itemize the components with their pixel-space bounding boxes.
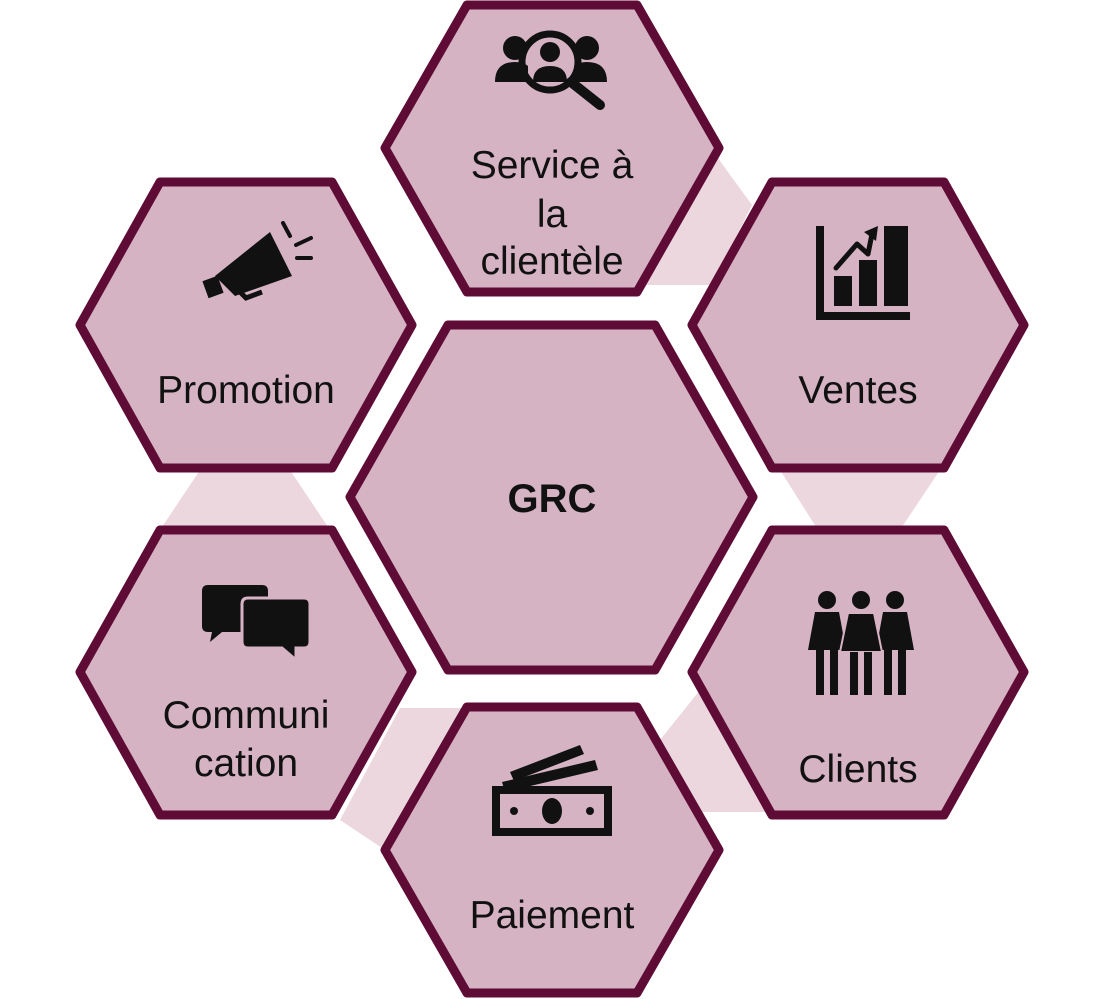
customer-search-icon [495,30,607,110]
speech-bubbles-icon [202,585,312,664]
connector-clients-paiement [660,690,770,812]
promotion-label: Promotion [157,369,335,412]
center-label: GRC [508,477,597,521]
hex-service [380,0,724,297]
people-group-icon [808,589,914,695]
service-label-line-1: Service à [471,144,634,187]
communication-label-line-2: cation [194,742,298,785]
hex-paiement [380,702,724,998]
clients-label: Clients [798,748,917,791]
labels: Service à la clientèle Ventes Clients Pa… [157,144,918,937]
connector-service-ventes [640,150,752,285]
connectors [160,150,940,860]
banknotes-icon [492,745,612,836]
hex-promotion [75,177,417,473]
service-label-line-2: la [537,193,568,236]
hex-communication [75,525,417,820]
bar-chart-growth-icon [816,226,910,320]
connector-paiement-communication [340,708,462,860]
communication-label-line-1: Communi [163,694,330,737]
service-label-line-3: clientèle [480,240,623,283]
paiement-label: Paiement [470,894,635,937]
ventes-label: Ventes [798,369,917,412]
connector-communication-promotion [160,470,330,530]
megaphone-icon [202,221,313,301]
hex-center [345,320,758,675]
hex-ventes [687,177,1029,473]
connector-ventes-clients [780,470,940,530]
